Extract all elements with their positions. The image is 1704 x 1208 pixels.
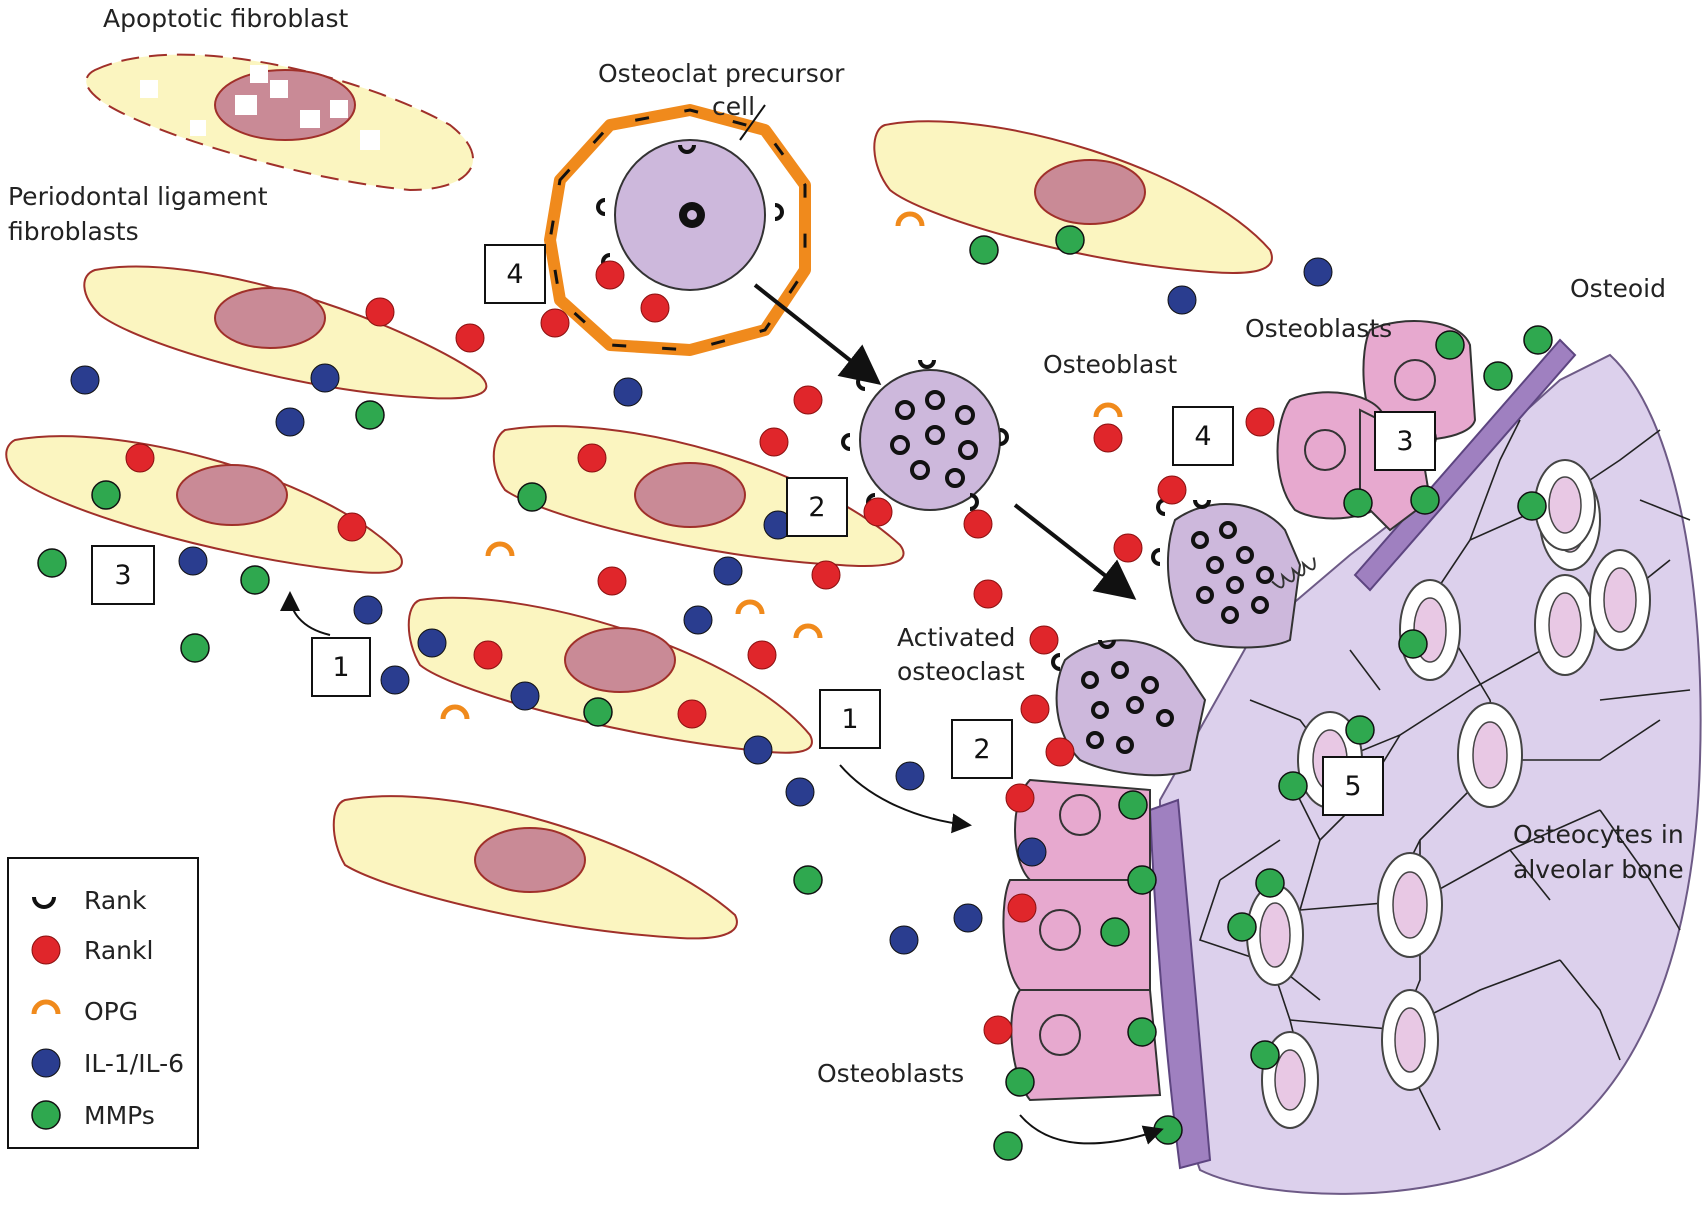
osteoid-strip-bottom xyxy=(1148,798,1212,1170)
legend: Rank Rankl OPG IL-1/IL-6 MMPs xyxy=(7,857,199,1149)
legend-label: MMPs xyxy=(84,1101,155,1130)
osteocyte xyxy=(1589,549,1651,651)
arrows xyxy=(280,283,1164,1145)
step-box-label: 4 xyxy=(1194,421,1211,452)
legend-item-mmps: MMPs xyxy=(31,1100,155,1130)
step-box-label: 5 xyxy=(1344,771,1361,802)
osteoblasts-bottom-column xyxy=(1002,778,1162,1102)
rankl-dots xyxy=(125,260,1275,1045)
step-box-label: 3 xyxy=(1396,426,1413,457)
step-box-label: 2 xyxy=(808,492,825,523)
step-box-label: 1 xyxy=(332,652,349,683)
step-box-label: 3 xyxy=(114,560,131,591)
osteocyte xyxy=(1381,989,1439,1091)
fibroblast xyxy=(83,265,488,400)
il-dots xyxy=(70,257,1333,955)
osteoid-strip-top xyxy=(1353,338,1577,592)
step-box-5: 5 xyxy=(1322,756,1384,816)
mmp-dots xyxy=(37,225,1553,1161)
step-box-3-right: 3 xyxy=(1374,411,1436,471)
step-box-4-right: 4 xyxy=(1172,406,1234,466)
osteocyte xyxy=(1534,574,1596,676)
fibroblast xyxy=(407,596,813,754)
fibroblast xyxy=(873,120,1273,274)
legend-label: OPG xyxy=(84,997,138,1026)
label-osteocytes-1: Osteocytes in xyxy=(1513,820,1684,849)
fibroblast xyxy=(332,795,738,940)
activated-osteoclast-upper xyxy=(1166,503,1316,649)
step-box-label: 4 xyxy=(506,259,523,290)
opg-arcs xyxy=(440,211,1123,720)
legend-label: Rank xyxy=(84,886,147,915)
osteocytes xyxy=(1246,459,1651,1129)
legend-item-rank: Rank xyxy=(32,886,147,915)
legend-item-rankl: Rankl xyxy=(31,935,153,965)
label-osteocytes-2: alveolar bone xyxy=(1513,855,1684,884)
label-osteoblast: Osteoblast xyxy=(1043,350,1177,379)
label-osteoclast-precursor-2: cell xyxy=(712,92,755,121)
il-dot-icon xyxy=(31,1048,61,1078)
label-apoptotic-fibroblast: Apoptotic fibroblast xyxy=(103,4,348,33)
step-box-2-center: 2 xyxy=(786,477,848,537)
osteoclast-intermediate xyxy=(859,369,1001,511)
osteocyte xyxy=(1377,852,1443,958)
legend-item-opg: OPG xyxy=(31,997,138,1026)
osteoclast-precursor-cell xyxy=(544,104,811,356)
legend-label: Rankl xyxy=(84,936,153,965)
rankl-dot-icon xyxy=(31,935,61,965)
step-box-label: 1 xyxy=(841,704,858,735)
label-osteoblasts-top: Osteoblasts xyxy=(1245,314,1392,343)
osteocyte xyxy=(1534,459,1596,551)
step-box-4-left: 4 xyxy=(484,244,546,304)
step-box-3-left: 3 xyxy=(91,545,155,605)
step-box-label: 2 xyxy=(973,734,990,765)
label-osteoblasts-bottom: Osteoblasts xyxy=(817,1059,964,1088)
opg-arc-icon xyxy=(31,999,61,1015)
label-osteoclast-precursor-1: Osteoclat precursor xyxy=(598,59,845,88)
osteocyte xyxy=(1246,884,1304,986)
apoptotic-fibroblast xyxy=(85,53,474,192)
label-osteoid: Osteoid xyxy=(1570,274,1666,303)
step-box-2-lower: 2 xyxy=(951,719,1013,779)
label-pdl-fibroblasts-1: Periodontal ligament xyxy=(8,182,268,211)
step-box-1-center: 1 xyxy=(819,689,881,749)
mmp-dot-icon xyxy=(31,1100,61,1130)
step-box-1-left: 1 xyxy=(311,637,371,697)
label-activated-osteoclast-2: osteoclast xyxy=(897,657,1025,686)
osteocyte xyxy=(1457,702,1523,808)
legend-item-il: IL-1/IL-6 xyxy=(31,1048,184,1078)
legend-label: IL-1/IL-6 xyxy=(84,1049,184,1078)
label-activated-osteoclast-1: Activated xyxy=(897,623,1015,652)
rank-receptor-icon xyxy=(32,896,56,909)
activated-osteoclast-lower xyxy=(1055,639,1207,777)
fibroblast xyxy=(5,435,403,574)
label-pdl-fibroblasts-2: fibroblasts xyxy=(8,217,139,246)
